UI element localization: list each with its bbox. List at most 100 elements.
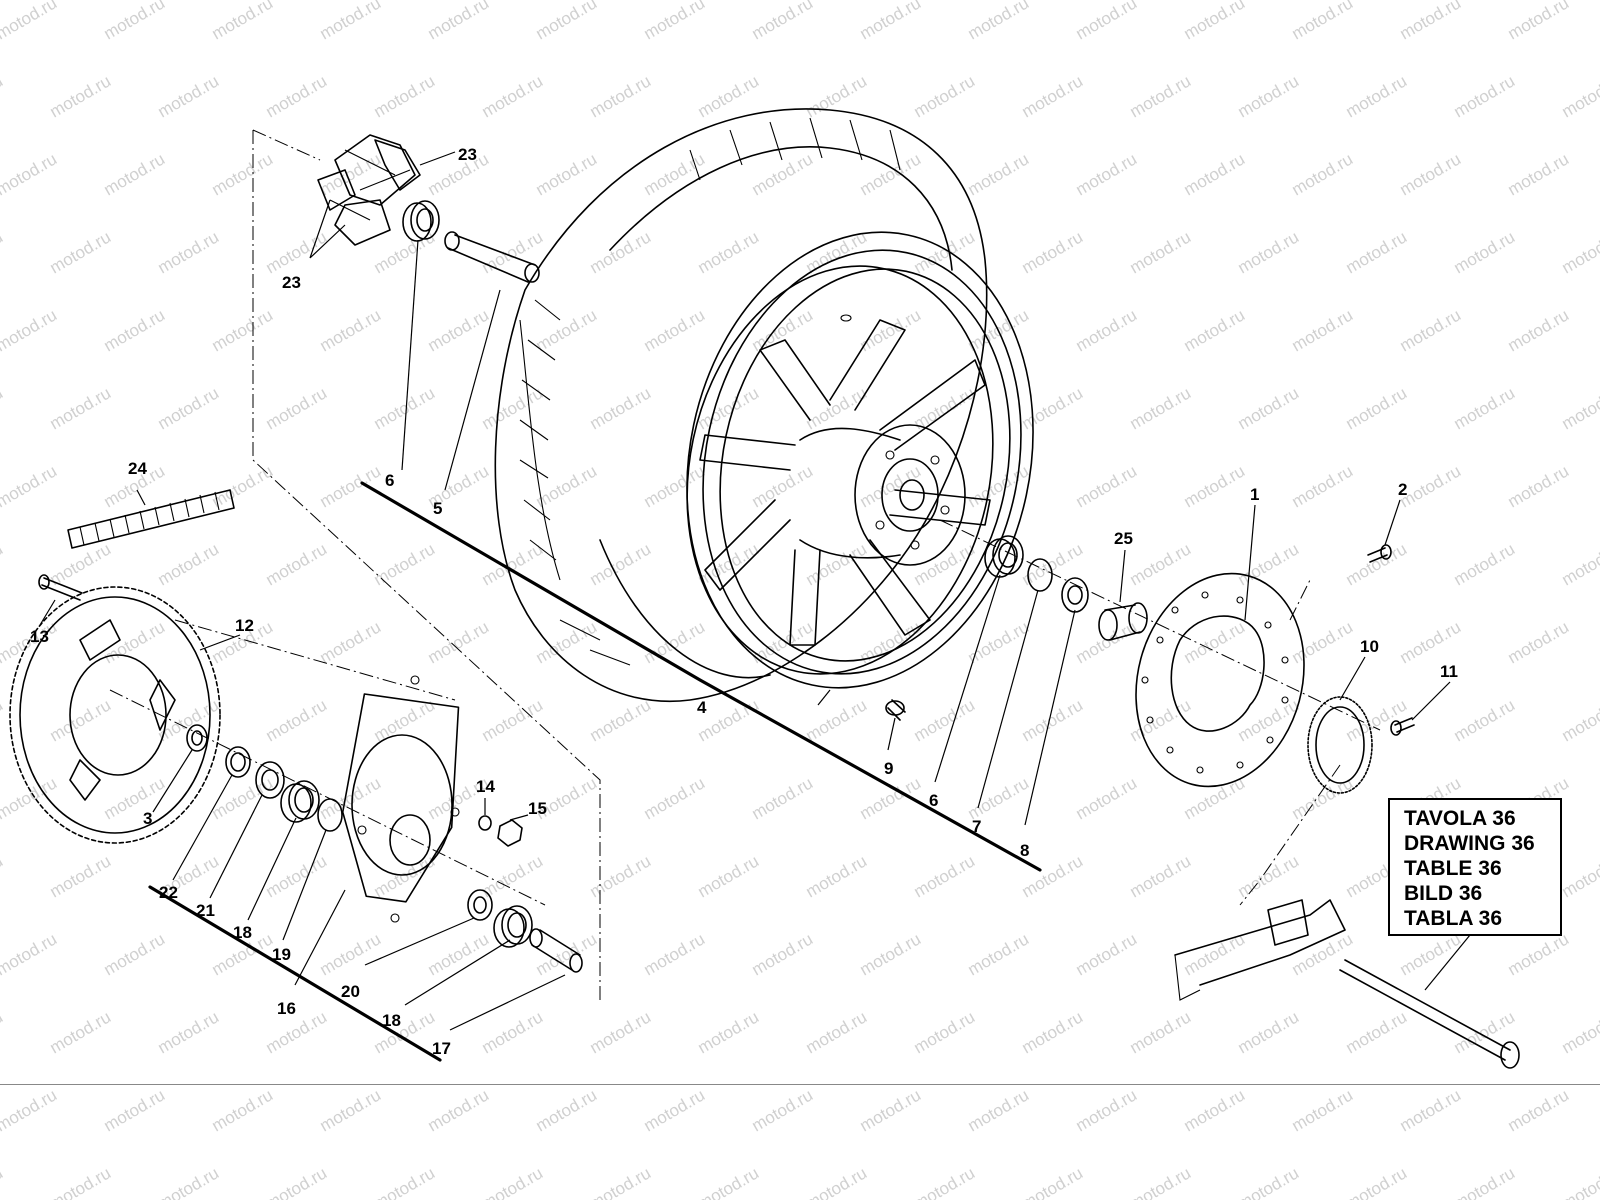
callout-24: 24 xyxy=(128,459,147,478)
ref-line-drawing: DRAWING 36 xyxy=(1404,832,1535,855)
watermark-text: motod.ru xyxy=(1181,773,1249,823)
watermark-text: motod.ru xyxy=(803,851,871,901)
watermark-text: motod.ru xyxy=(533,0,601,43)
callout-16: 16 xyxy=(277,999,296,1018)
watermark-text: motod.ru xyxy=(371,1007,439,1057)
sprocket-bolt xyxy=(38,574,83,601)
seal-21 xyxy=(255,761,285,799)
watermark-text: motod.ru xyxy=(1559,851,1600,901)
spacer-top xyxy=(444,231,540,283)
watermark-text: motod.ru xyxy=(209,1085,277,1135)
watermark-text: motod.ru xyxy=(749,929,817,979)
watermark-text: motod.ru xyxy=(1397,1085,1465,1135)
watermark-text: motod.ru xyxy=(155,1163,223,1200)
watermark-text: motod.ru xyxy=(371,851,439,901)
watermark-text: motod.ru xyxy=(1289,305,1357,355)
watermark-text: motod.ru xyxy=(965,773,1033,823)
watermark-text: motod.ru xyxy=(263,695,331,745)
watermark-text: motod.ru xyxy=(641,929,709,979)
watermark-text: motod.ru xyxy=(1289,773,1357,823)
watermark-text: motod.ru xyxy=(1451,227,1519,277)
watermark-text: motod.ru xyxy=(1451,1007,1519,1057)
watermark-text: motod.ru xyxy=(47,539,115,589)
watermark-text: motod.ru xyxy=(1559,227,1600,277)
watermark-text: motod.ru xyxy=(263,71,331,121)
rear-wheel-tyre xyxy=(494,108,988,702)
watermark-text: motod.ru xyxy=(1289,617,1357,667)
watermark-text: motod.ru xyxy=(317,617,385,667)
callout-9: 9 xyxy=(884,759,893,778)
watermark-text: motod.ru xyxy=(1073,461,1141,511)
watermark-text: motod.ru xyxy=(1397,305,1465,355)
watermark-text: motod.ru xyxy=(479,227,547,277)
watermark-text: motod.ru xyxy=(1127,539,1195,589)
ring-bolt-11 xyxy=(1390,717,1415,736)
watermark-text: motod.ru xyxy=(911,695,979,745)
seal-8 xyxy=(1061,577,1089,613)
bearing-18b xyxy=(493,905,533,948)
watermark-text: motod.ru xyxy=(155,71,223,121)
watermark-text: motod.ru xyxy=(101,773,169,823)
nut-15 xyxy=(497,819,523,847)
watermark-text: motod.ru xyxy=(317,773,385,823)
ref-line-tavola: TAVOLA 36 xyxy=(1404,807,1516,830)
watermark-text: motod.ru xyxy=(1073,1085,1141,1135)
watermark-text: motod.ru xyxy=(1235,1163,1303,1200)
watermark-text: motod.ru xyxy=(209,461,277,511)
watermark-text: motod.ru xyxy=(857,929,925,979)
watermark-text: motod.ru xyxy=(263,1007,331,1057)
watermark-text: motod.ru xyxy=(1127,227,1195,277)
watermark-text: motod.ru xyxy=(479,383,547,433)
callout-6-top: 6 xyxy=(385,471,394,490)
watermark-text: motod.ru xyxy=(0,539,6,589)
watermark-text: motod.ru xyxy=(587,383,655,433)
watermark-text: motod.ru xyxy=(101,617,169,667)
bearing-18a xyxy=(280,780,320,823)
watermark-text: motod.ru xyxy=(587,695,655,745)
watermark-text: motod.ru xyxy=(749,1085,817,1135)
watermark-text: motod.ru xyxy=(857,617,925,667)
callouts: 23 23 6 5 24 13 12 3 22 21 18 19 16 14 1… xyxy=(30,145,1458,1058)
watermark-text: motod.ru xyxy=(1505,617,1573,667)
watermark-text: motod.ru xyxy=(1397,617,1465,667)
watermark-text: motod.ru xyxy=(1505,305,1573,355)
watermark-text: motod.ru xyxy=(47,851,115,901)
watermark-text: motod.ru xyxy=(1559,1163,1600,1200)
spacer-17 xyxy=(529,928,583,973)
callout-3: 3 xyxy=(143,809,152,828)
callout-13: 13 xyxy=(30,627,49,646)
watermark-text: motod.ru xyxy=(1181,1085,1249,1135)
watermark-text: motod.ru xyxy=(803,1163,871,1200)
callout-23-top: 23 xyxy=(458,145,477,164)
callout-2: 2 xyxy=(1398,480,1407,499)
callout-14: 14 xyxy=(476,777,495,796)
callout-4: 4 xyxy=(697,698,707,717)
watermark-text: motod.ru xyxy=(1127,383,1195,433)
watermark-text: motod.ru xyxy=(533,305,601,355)
watermark-text: motod.ru xyxy=(1343,1007,1411,1057)
watermark-text: motod.ru xyxy=(425,305,493,355)
watermark-text: motod.ru xyxy=(1235,227,1303,277)
watermark-text: motod.ru xyxy=(0,695,6,745)
watermark-text: motod.ru xyxy=(155,1007,223,1057)
watermark-text: motod.ru xyxy=(641,773,709,823)
center-lines xyxy=(109,129,1381,1000)
watermark-text: motod.ru xyxy=(1235,71,1303,121)
watermark-text: motod.ru xyxy=(533,617,601,667)
watermark-text: motod.ru xyxy=(101,149,169,199)
watermark-text: motod.ru xyxy=(155,227,223,277)
watermark-text: motod.ru xyxy=(1505,461,1573,511)
watermark-text: motod.ru xyxy=(263,383,331,433)
disc-bolt-2 xyxy=(1367,544,1392,563)
watermark-text: motod.ru xyxy=(587,851,655,901)
watermark-text: motod.ru xyxy=(317,149,385,199)
watermark-text: motod.ru xyxy=(1451,71,1519,121)
watermark-text: motod.ru xyxy=(1235,1007,1303,1057)
watermark-text: motod.ru xyxy=(263,227,331,277)
callout-18-left: 18 xyxy=(233,923,252,942)
washer-20 xyxy=(467,889,493,921)
watermark-text: motod.ru xyxy=(371,383,439,433)
ref-line-tabla: TABLA 36 xyxy=(1404,907,1503,930)
